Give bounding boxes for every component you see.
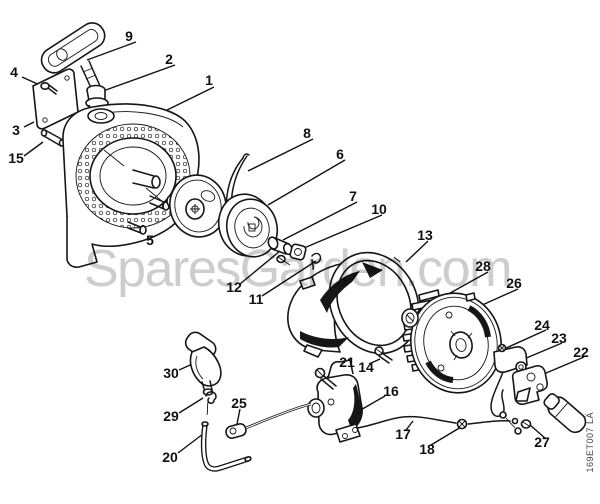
washer-part xyxy=(289,243,307,261)
callout-27: 27 xyxy=(534,434,550,450)
callout-17: 17 xyxy=(395,426,411,442)
callout-23: 23 xyxy=(551,330,567,346)
plug-boot-part xyxy=(184,331,222,396)
callout-1: 1 xyxy=(205,72,213,88)
callout-15: 15 xyxy=(8,150,24,166)
callout-2: 2 xyxy=(165,51,173,67)
drawing-number: 169ET007 LÄ xyxy=(585,412,595,473)
small-screw-part xyxy=(276,254,291,266)
callout-9: 9 xyxy=(125,28,133,44)
callout-25: 25 xyxy=(231,395,247,411)
callout-29: 29 xyxy=(163,408,179,424)
leader-lines xyxy=(21,41,585,454)
flywheel-part xyxy=(402,289,503,394)
callout-26: 26 xyxy=(506,275,522,291)
housing-screw-part xyxy=(374,346,393,364)
spring-pin-part xyxy=(40,129,66,147)
callout-28: 28 xyxy=(475,258,491,274)
callout-21: 21 xyxy=(339,354,355,370)
flywheel-nut-part xyxy=(401,308,419,328)
plate-screw-part xyxy=(40,82,58,95)
coil-screw-part xyxy=(314,367,337,390)
pawl-spring-part xyxy=(311,252,322,270)
callout-11: 11 xyxy=(248,291,264,307)
callout-16: 16 xyxy=(383,383,399,399)
ignition-coil-part xyxy=(307,359,363,443)
module-screw-part xyxy=(497,343,507,353)
callout-5: 5 xyxy=(146,232,154,248)
short-circuit-wire-part xyxy=(356,415,519,430)
watermark: SparesGarden.com xyxy=(84,240,512,298)
callout-14: 14 xyxy=(358,359,374,375)
starter-housing-part xyxy=(62,103,200,268)
starter-grip-part xyxy=(40,22,106,91)
callout-18: 18 xyxy=(419,441,435,457)
ignition-bracket-part xyxy=(511,365,548,405)
callout-6: 6 xyxy=(336,146,344,162)
protection-tube-part xyxy=(200,421,252,472)
callout-10: 10 xyxy=(371,201,387,217)
boot-spring-part xyxy=(205,391,217,416)
callout-8: 8 xyxy=(303,125,311,141)
callout-30: 30 xyxy=(163,365,179,381)
callout-22: 22 xyxy=(573,344,589,360)
callout-24: 24 xyxy=(534,317,550,333)
callout-7: 7 xyxy=(349,188,357,204)
callout-3: 3 xyxy=(12,122,20,138)
rope-rotor-part xyxy=(166,174,227,238)
boot-nut-part xyxy=(520,419,532,429)
callout-12: 12 xyxy=(226,279,242,295)
fan-cover-part xyxy=(287,251,420,358)
spring-housing-part xyxy=(217,193,279,258)
throttle-cable-part xyxy=(225,402,312,439)
callout-20: 20 xyxy=(162,449,178,465)
connector-boot-part xyxy=(543,393,587,434)
callout-4: 4 xyxy=(10,64,18,80)
callout-13: 13 xyxy=(417,227,433,243)
